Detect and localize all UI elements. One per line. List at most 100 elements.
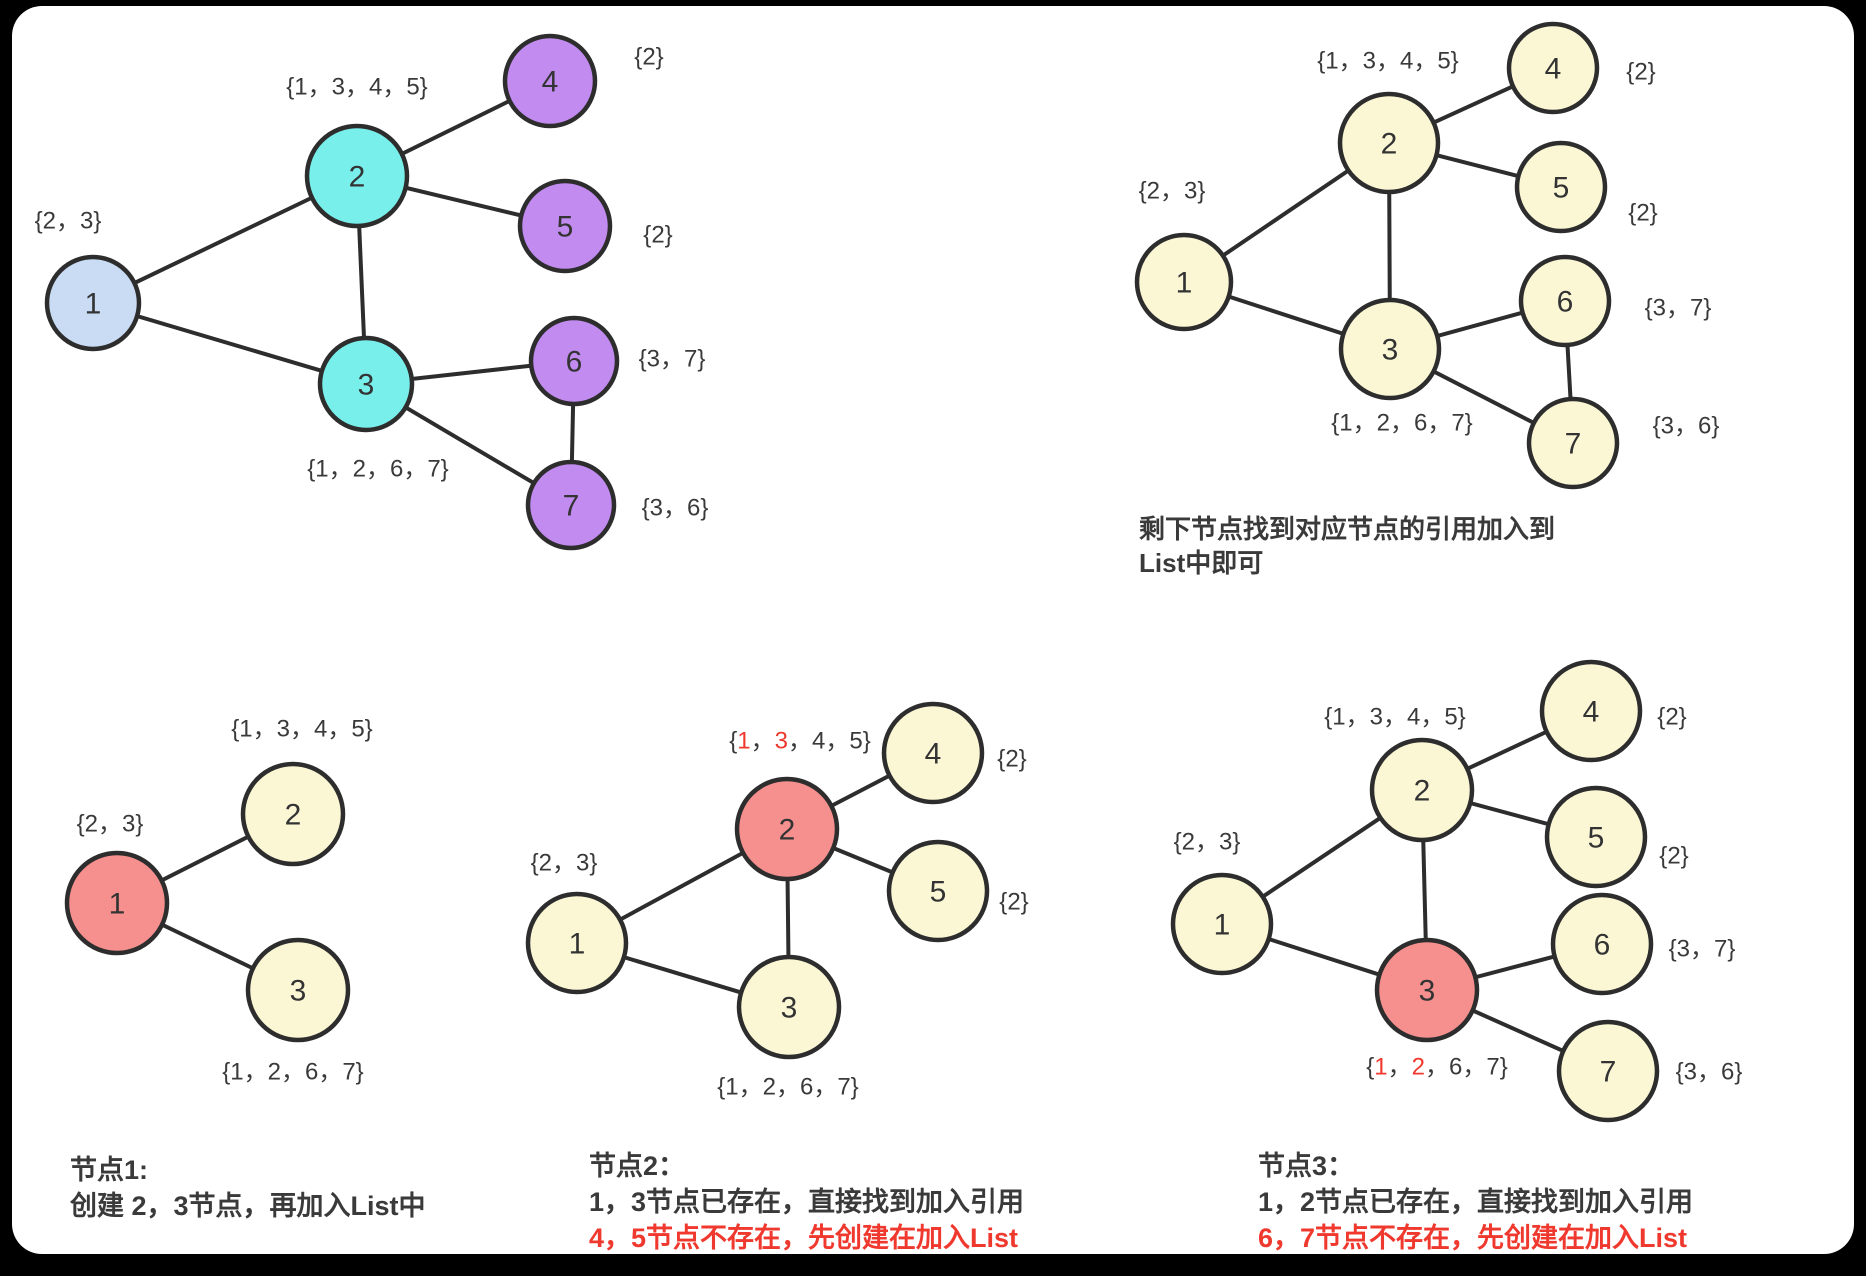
- step3-line-3: 6，7节点不存在，先创建在加入List: [1258, 1223, 1688, 1253]
- graph-node-clone-complete-1: [1134, 232, 1234, 332]
- graph-node-step3-4: [1539, 659, 1643, 763]
- adjacency-list-label-step3-2: {1，3，4，5}: [1324, 703, 1465, 730]
- step2-line-3: 4，5节点不存在，先创建在加入List: [589, 1223, 1019, 1253]
- step2-caption: 节点2： 1，3节点已存在，直接找到加入引用 4，5节点不存在，先创建在加入Li…: [589, 1148, 1024, 1256]
- node-label-step3-6: 6: [1594, 929, 1611, 962]
- adjacency-segment: {2，3}: [1174, 828, 1241, 855]
- adjacency-list-label-step3-7: {3，6}: [1676, 1058, 1743, 1085]
- step1-caption: 节点1: 创建 2，3节点，再加入List中: [70, 1152, 426, 1224]
- step3-line-2: 1，2节点已存在，直接找到加入引用: [1258, 1187, 1694, 1217]
- adjacency-list-label-step3-4: {2}: [1657, 703, 1686, 730]
- adjacency-segment: {2}: [999, 888, 1028, 915]
- node-label-step1-2: 2: [285, 799, 302, 832]
- adjacency-list-label-step2-5: {2}: [999, 888, 1028, 915]
- graph-node-step3-6: [1550, 892, 1654, 996]
- node-label-step3-1: 1: [1214, 909, 1231, 942]
- node-label-step2-2: 2: [779, 814, 796, 847]
- graph-node-clone-complete-5: [1514, 140, 1608, 234]
- node-label-original-5: 5: [557, 211, 574, 244]
- graph-node-step3-2: [1369, 737, 1475, 843]
- adjacency-segment: {: [1366, 1053, 1374, 1080]
- adjacency-list-label-clone-complete-5: {2}: [1628, 199, 1657, 226]
- node-label-step3-7: 7: [1600, 1056, 1617, 1089]
- adjacency-segment: {1，2，6，7}: [717, 1073, 858, 1100]
- graph-node-original-4: [502, 33, 598, 129]
- graph-node-original-1: [44, 254, 142, 352]
- adjacency-segment: {3，6}: [642, 494, 709, 521]
- node-label-clone-complete-1: 1: [1176, 267, 1193, 300]
- adjacency-segment: {1，2，6，7}: [222, 1058, 363, 1085]
- graph-node-clone-complete-2: [1337, 91, 1441, 195]
- node-label-original-4: 4: [542, 66, 559, 99]
- adjacency-list-label-step2-2: {1，3，4，5}: [729, 727, 870, 754]
- graph-step2: 1{2，3}2{1，3，4，5}3{1，2，6，7}4{2}5{2}: [525, 701, 1029, 1100]
- node-label-original-2: 2: [349, 161, 366, 194]
- graph-node-step2-4: [881, 701, 985, 805]
- adjacency-segment: {2}: [634, 43, 663, 70]
- node-label-clone-complete-7: 7: [1565, 428, 1582, 461]
- adjacency-list-label-original-7: {3，6}: [642, 494, 709, 521]
- node-label-step2-3: 3: [781, 992, 798, 1025]
- adjacency-segment: 2: [1412, 1053, 1425, 1080]
- node-label-step3-2: 2: [1414, 775, 1431, 808]
- adjacency-segment: {2}: [1628, 199, 1657, 226]
- graph-node-clone-complete-4: [1506, 21, 1600, 115]
- adjacency-segment: ，: [751, 727, 775, 754]
- adjacency-segment: {3，6}: [1676, 1058, 1743, 1085]
- adjacency-list-label-step1-2: {1，3，4，5}: [231, 715, 372, 742]
- adjacency-list-label-clone-complete-3: {1，2，6，7}: [1331, 409, 1472, 436]
- node-label-step3-4: 4: [1583, 696, 1600, 729]
- adjacency-segment: 1: [737, 727, 750, 754]
- adjacency-list-label-clone-complete-4: {2}: [1626, 58, 1655, 85]
- adjacency-segment: {1，3，4，5}: [1324, 703, 1465, 730]
- graph-node-step1-2: [240, 761, 346, 867]
- adjacency-list-label-original-3: {1，2，6，7}: [307, 455, 448, 482]
- adjacency-segment: {3，7}: [639, 345, 706, 372]
- graph-node-original-7: [525, 459, 617, 551]
- adjacency-segment: {2}: [997, 745, 1026, 772]
- adjacency-segment: ，: [1388, 1053, 1412, 1080]
- adjacency-list-label-step1-1: {2，3}: [77, 810, 144, 837]
- node-label-clone-complete-3: 3: [1382, 334, 1399, 367]
- graph-clone-complete: 1{2，3}2{1，3，4，5}3{1，2，6，7}4{2}5{2}6{3，7}…: [1134, 21, 1719, 490]
- note-line-2: List中即可: [1139, 548, 1264, 578]
- adjacency-segment: ，6，7}: [1425, 1053, 1508, 1080]
- adjacency-list-label-original-1: {2，3}: [35, 207, 102, 234]
- adjacency-list-label-original-4: {2}: [634, 43, 663, 70]
- graph-step1: 1{2，3}2{1，3，4，5}3{1，2，6，7}: [64, 715, 373, 1085]
- node-label-original-6: 6: [566, 346, 583, 379]
- adjacency-segment: ，4，5}: [788, 727, 871, 754]
- graph-node-step3-1: [1170, 872, 1274, 976]
- step3-caption: 节点3： 1，2节点已存在，直接找到加入引用 6，7节点不存在，先创建在加入Li…: [1258, 1148, 1693, 1256]
- graph-original: 1{2，3}2{1，3，4，5}3{1，2，6，7}4{2}5{2}6{3，7}…: [35, 33, 709, 551]
- adjacency-segment: {2}: [1659, 842, 1688, 869]
- graph-node-step3-5: [1544, 785, 1648, 889]
- adjacency-segment: 3: [775, 727, 788, 754]
- node-label-step3-5: 5: [1588, 822, 1605, 855]
- node-label-clone-complete-6: 6: [1557, 286, 1574, 319]
- adjacency-segment: 1: [1374, 1053, 1387, 1080]
- adjacency-list-label-step3-5: {2}: [1659, 842, 1688, 869]
- node-label-step2-1: 1: [569, 928, 586, 961]
- adjacency-segment: {1，3，4，5}: [1317, 47, 1458, 74]
- graph-node-step1-3: [245, 937, 351, 1043]
- node-label-clone-complete-5: 5: [1553, 172, 1570, 205]
- adjacency-list-label-step1-3: {1，2，6，7}: [222, 1058, 363, 1085]
- graph-node-step1-1: [64, 850, 170, 956]
- adjacency-list-label-step3-1: {2，3}: [1174, 828, 1241, 855]
- step1-title: 节点1:: [70, 1155, 149, 1185]
- adjacency-segment: {2}: [643, 221, 672, 248]
- adjacency-segment: {2，3}: [35, 207, 102, 234]
- adjacency-segment: {2，3}: [1139, 177, 1206, 204]
- graph-node-original-3: [317, 335, 415, 433]
- adjacency-segment: {3，7}: [1669, 935, 1736, 962]
- step2-title: 节点2：: [589, 1151, 686, 1181]
- note-line-1: 剩下节点找到对应节点的引用加入到: [1139, 514, 1556, 544]
- adjacency-segment: {: [729, 727, 737, 754]
- adjacency-list-label-step2-1: {2，3}: [531, 849, 598, 876]
- graph-node-step2-1: [525, 891, 629, 995]
- graph-node-clone-complete-6: [1518, 254, 1612, 348]
- graph-node-step3-3: [1374, 937, 1480, 1043]
- node-label-clone-complete-2: 2: [1381, 128, 1398, 161]
